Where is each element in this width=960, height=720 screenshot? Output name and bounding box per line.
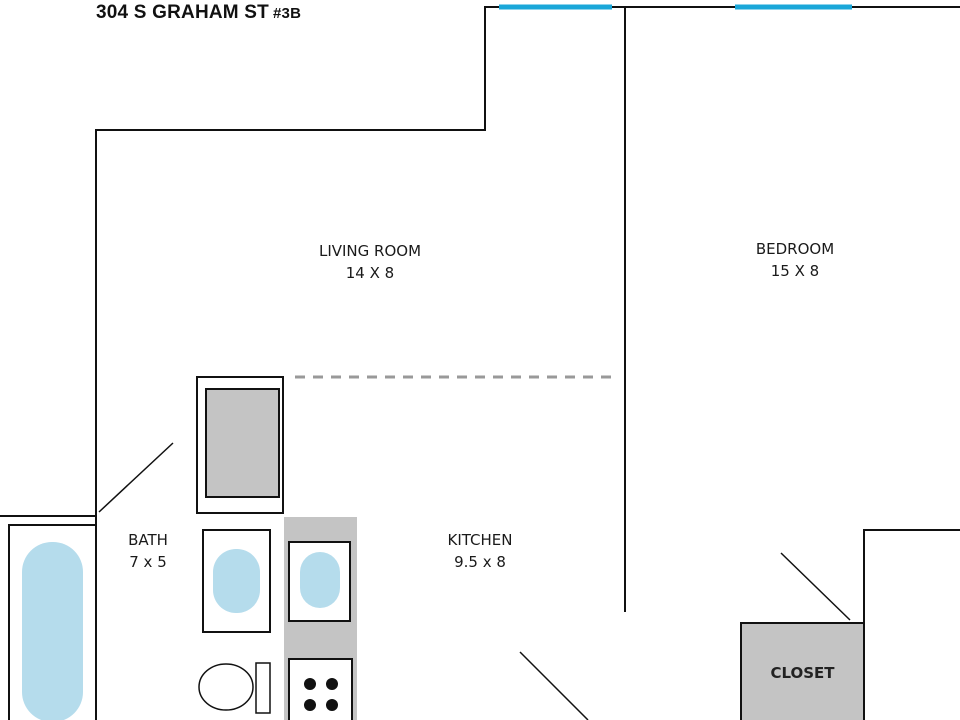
unit-number: #3B — [272, 5, 302, 22]
room-dims: 15 X 8 — [770, 262, 820, 280]
room-dims: 7 x 5 — [129, 553, 167, 571]
entry-door — [519, 651, 589, 720]
toilet-bowl — [198, 663, 254, 711]
room-dims: 9.5 x 8 — [454, 553, 506, 571]
kitchen-counter — [284, 517, 357, 720]
toilet — [198, 662, 271, 714]
burner — [326, 699, 338, 711]
closet — [740, 622, 865, 720]
room-name: BATH — [128, 531, 168, 549]
page-title: 304 S GRAHAM ST#3B — [96, 2, 301, 24]
outer-wall-right — [863, 529, 960, 622]
bath-door — [98, 442, 174, 513]
kitchen-sink-basin — [300, 552, 340, 608]
bath-sink — [202, 529, 271, 633]
doors — [98, 442, 851, 720]
room-label-closet: CLOSET — [770, 664, 835, 682]
burner — [326, 678, 338, 690]
toilet-tank — [255, 662, 271, 714]
outer-wall-top-left — [95, 6, 960, 516]
room-name: LIVING ROOM — [318, 242, 422, 260]
room-label-kitchen: KITCHEN 9.5 x 8 — [420, 529, 540, 573]
bathtub-basin — [22, 542, 83, 720]
stove — [288, 658, 353, 720]
address: 304 S GRAHAM ST — [96, 2, 269, 23]
room-dims: 14 X 8 — [345, 264, 395, 282]
refrigerator — [205, 388, 280, 498]
closet-door — [780, 552, 851, 621]
bathtub — [8, 524, 97, 720]
walls — [0, 6, 960, 720]
room-label-bedroom: BEDROOM 15 X 8 — [715, 238, 875, 282]
room-label-living-room: LIVING ROOM 14 X 8 — [290, 240, 450, 284]
bath-sink-basin — [213, 549, 260, 613]
burner — [304, 678, 316, 690]
room-label-bath: BATH 7 x 5 — [108, 529, 188, 573]
room-name: BEDROOM — [755, 240, 835, 258]
room-name: KITCHEN — [447, 531, 513, 549]
burner — [304, 699, 316, 711]
